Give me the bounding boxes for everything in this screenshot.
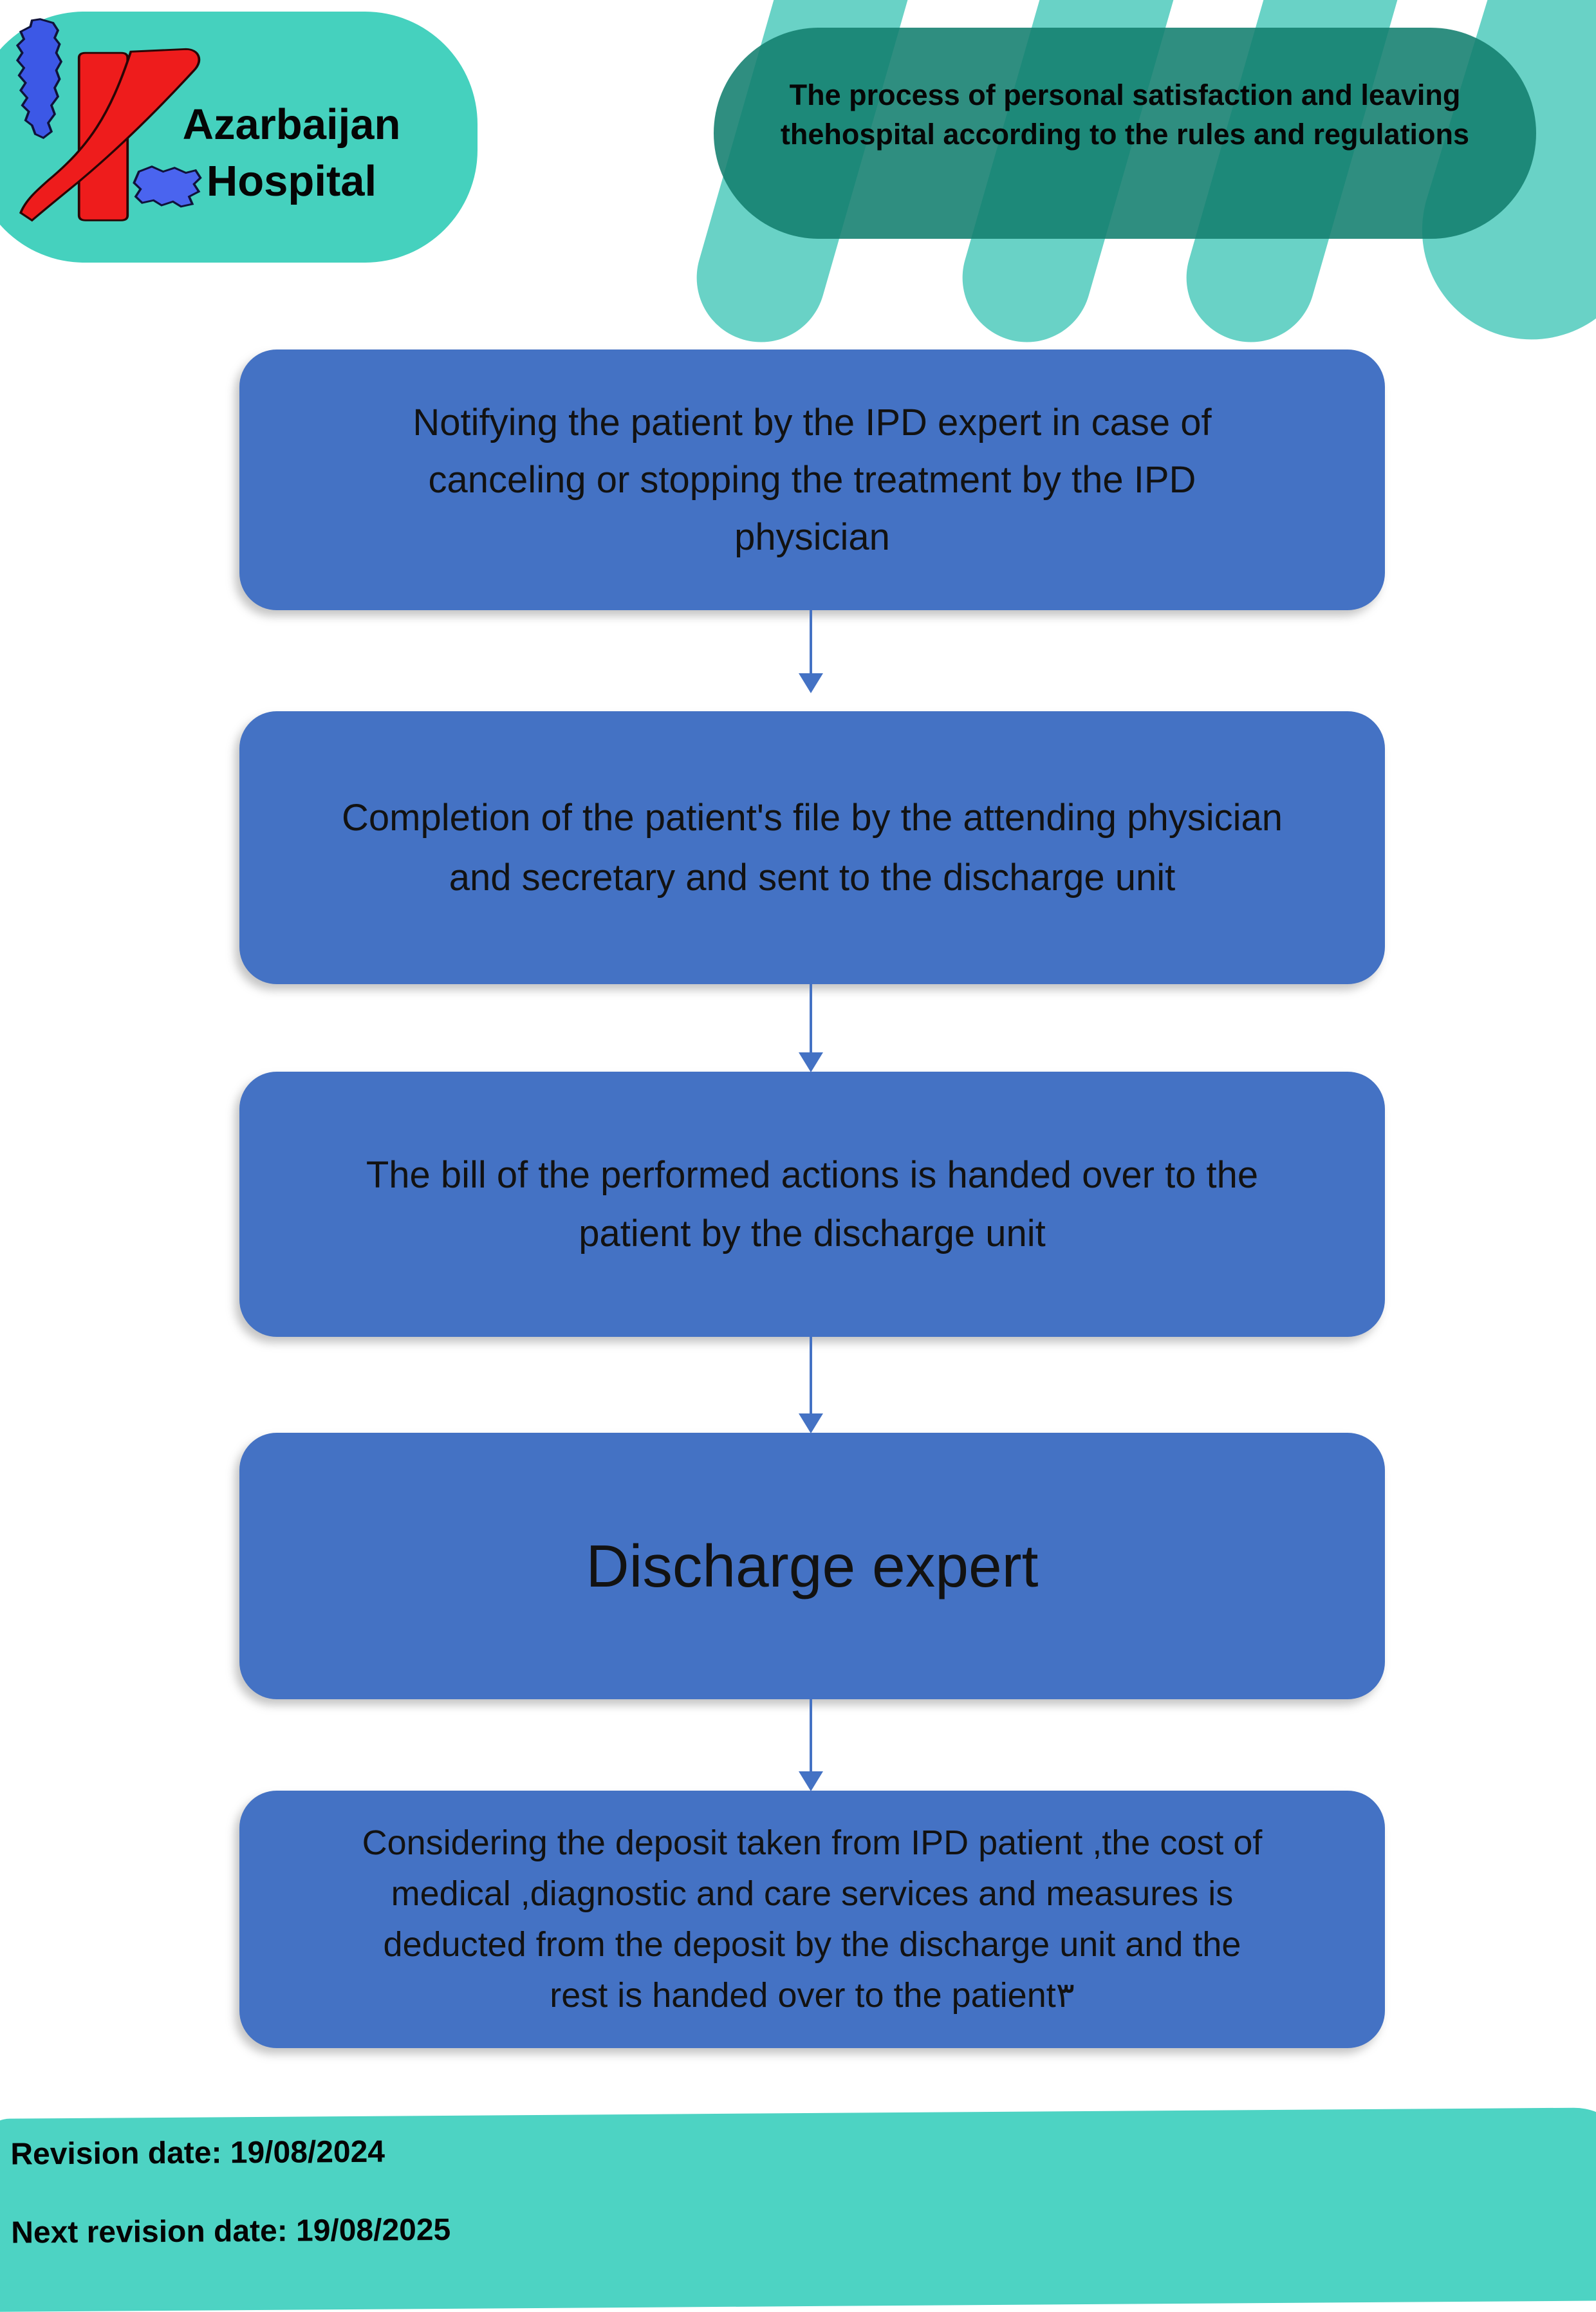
page-title-line1: The process of personal satisfaction and…	[789, 79, 1461, 111]
next-revision-date: Next revision date: 19/08/2025	[11, 2212, 451, 2250]
organization-name-line1: Azarbaijan	[182, 100, 401, 149]
flow-step-4: Discharge expert	[239, 1433, 1385, 1699]
flow-step-5: Considering the deposit taken from IPD p…	[239, 1791, 1385, 2048]
flow-arrow-2-line	[810, 984, 812, 1054]
revision-date: Revision date: 19/08/2024	[10, 2134, 385, 2172]
flow-step-5-text: Considering the deposit taken from IPD p…	[362, 1823, 1263, 2015]
flow-step-4-text: Discharge expert	[586, 1533, 1039, 1599]
flow-arrow-1-line	[810, 610, 812, 675]
flow-arrow-3-head	[799, 1413, 823, 1433]
flow-step-1-text: Notifying the patient by the IPD expert …	[413, 402, 1212, 558]
footer-bar: Revision date: 19/08/2024 Next revision …	[0, 2107, 1596, 2312]
flow-step-1: Notifying the patient by the IPD expert …	[239, 350, 1385, 610]
flow-arrow-1-head	[799, 673, 823, 693]
flow-step-3: The bill of the performed actions is han…	[239, 1072, 1385, 1337]
flow-arrow-4-line	[810, 1699, 812, 1772]
page-title-line2: thehospital according to the rules and r…	[780, 118, 1470, 151]
flow-arrow-2-head	[799, 1052, 823, 1072]
flow-arrow-3-line	[810, 1337, 812, 1414]
flow-step-2-text: Completion of the patient's file by the …	[342, 797, 1283, 899]
hospital-logo-icon	[15, 18, 202, 222]
flow-step-3-text: The bill of the performed actions is han…	[366, 1154, 1259, 1254]
header-title-panel: The process of personal satisfaction and…	[714, 28, 1536, 239]
organization-name-line2: Hospital	[206, 157, 377, 205]
flow-arrow-4-head	[799, 1771, 823, 1791]
flow-step-2: Completion of the patient's file by the …	[239, 711, 1385, 984]
organization-name: Azarbaijan Hospital	[160, 97, 423, 210]
